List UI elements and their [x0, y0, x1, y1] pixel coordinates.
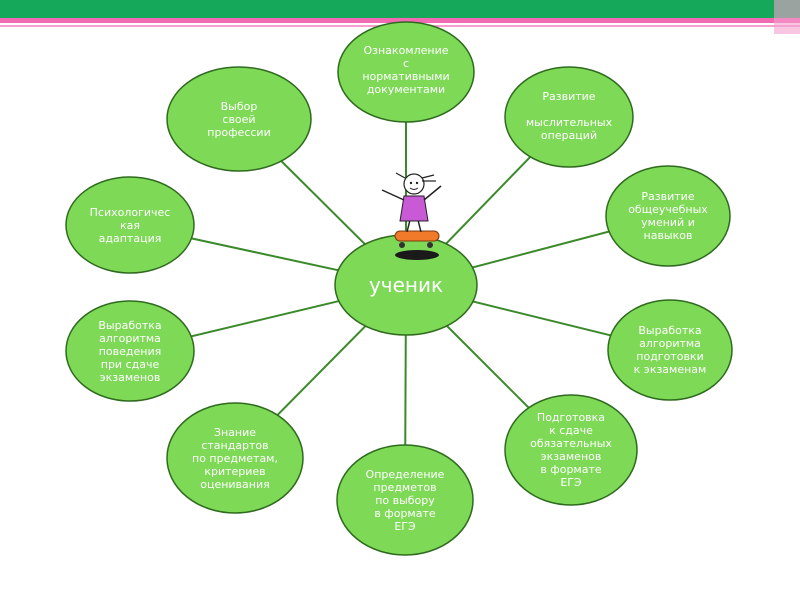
header-pink-stripe: [0, 18, 800, 23]
center-node: [334, 234, 478, 336]
node-behavior: [65, 300, 195, 402]
header-green-bar: [0, 0, 800, 18]
node-standards: [166, 402, 304, 514]
header-right-accent: [774, 0, 800, 34]
node-skills: [605, 165, 731, 267]
node-mandatory-exams: [504, 394, 638, 506]
node-profession: [166, 66, 312, 172]
node-prep-algorithm: [607, 299, 733, 401]
node-thinking: [504, 66, 634, 168]
girl-on-skateboard-icon: [381, 172, 442, 260]
node-psych: [65, 176, 195, 274]
node-subjects: [336, 444, 474, 556]
node-familiarization: [337, 21, 475, 123]
